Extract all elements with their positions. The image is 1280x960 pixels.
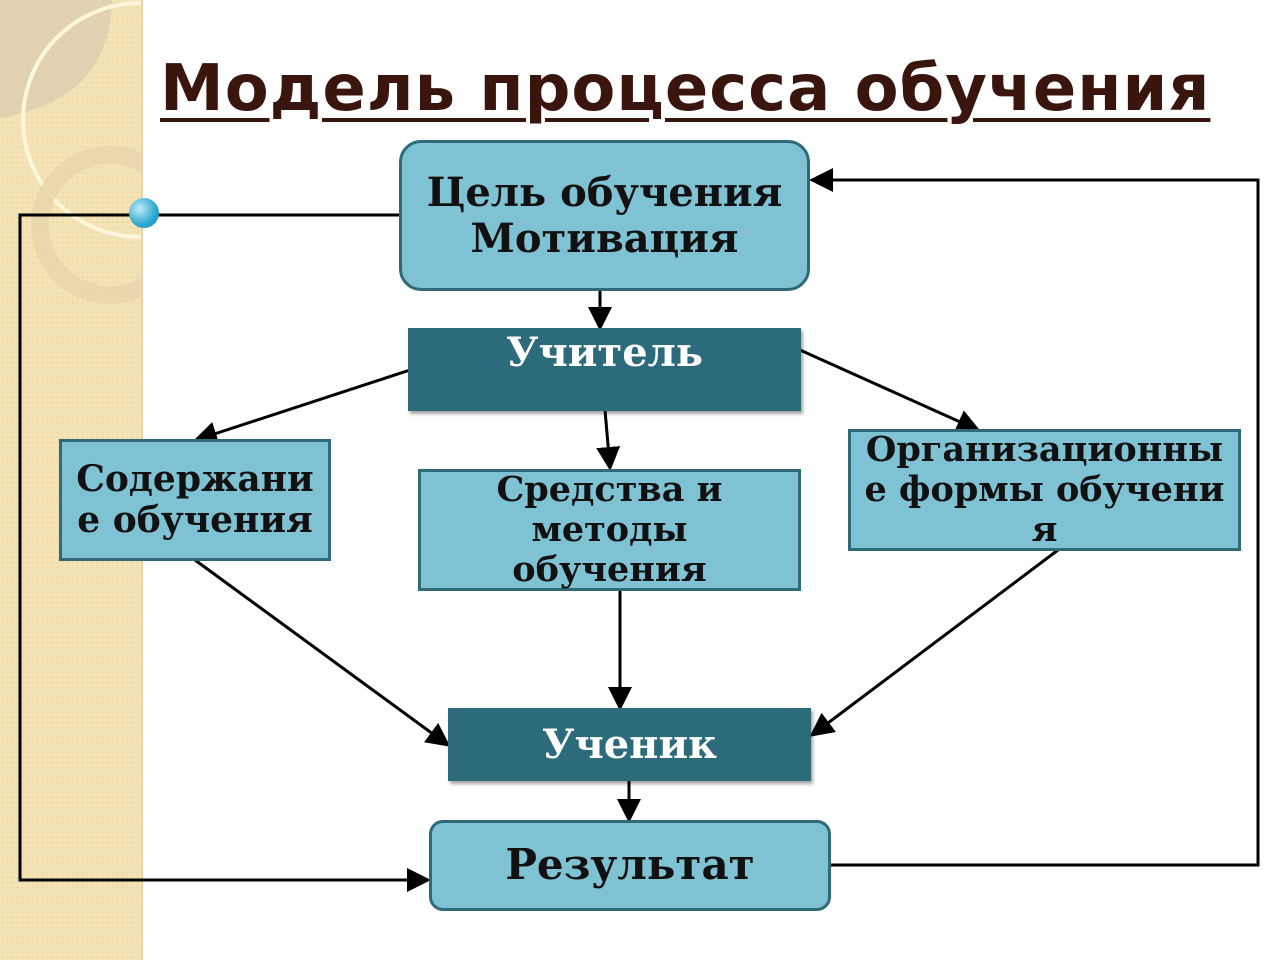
page-title: Модель процесса обучения — [160, 52, 1211, 126]
node-forms: Организационные формы обучения — [848, 429, 1241, 551]
node-teacher: Учитель — [408, 328, 801, 411]
node-content: Содержание обучения — [59, 439, 331, 561]
bead-ornament — [129, 198, 159, 228]
node-result: Результат — [429, 820, 831, 911]
node-student: Ученик — [448, 708, 811, 781]
node-goal: Цель обучения Мотивация — [399, 140, 810, 291]
sidebar-circles — [0, 0, 141, 304]
node-means: Средства и методы обучения — [418, 469, 801, 591]
